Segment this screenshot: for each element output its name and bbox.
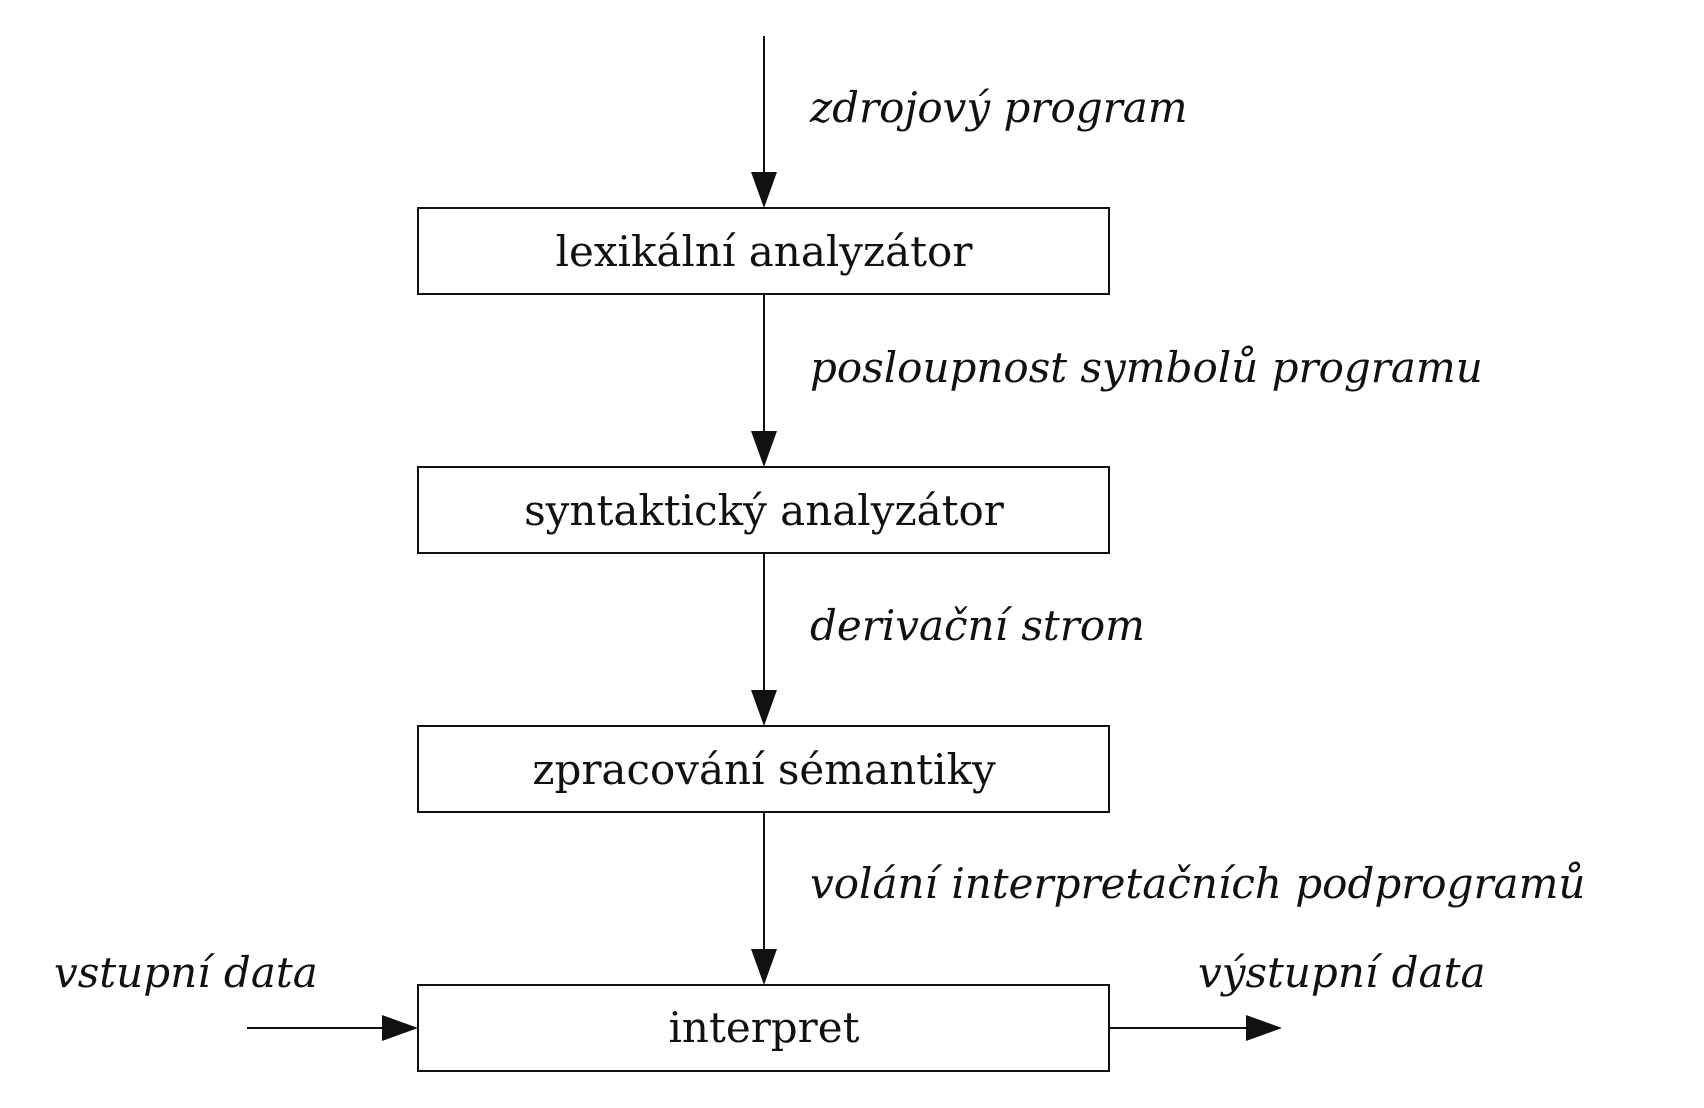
stage-lexical-analyzer: lexikální analyzátor (417, 207, 1110, 295)
arrow-derivation-tree (751, 553, 777, 726)
stage-interpreter-label: interpret (669, 1003, 860, 1052)
stage-lexical-analyzer-label: lexikální analyzátor (556, 227, 974, 276)
arrow-token-stream (751, 294, 777, 467)
stage-syntax-analyzer-label: syntaktický analyzátor (524, 486, 1005, 535)
stage-semantics-processing: zpracování sémantiky (417, 725, 1110, 813)
arrow-input-data (247, 1015, 418, 1041)
label-token-stream: posloupnost symbolů programu (810, 343, 1483, 392)
arrow-output-data (1109, 1015, 1282, 1041)
arrow-source-program (751, 36, 777, 208)
label-derivation-tree: derivační strom (810, 601, 1145, 650)
label-input-data: vstupní data (54, 948, 318, 997)
stage-syntax-analyzer: syntaktický analyzátor (417, 466, 1110, 554)
label-output-data: výstupní data (1198, 948, 1486, 997)
stage-interpreter: interpret (417, 984, 1110, 1072)
arrow-interpretation-calls (751, 812, 777, 985)
label-source-program: zdrojový program (809, 83, 1188, 132)
stage-semantics-processing-label: zpracování sémantiky (532, 745, 996, 794)
label-interpretation-calls: volání interpretačních podprogramů (810, 859, 1585, 908)
